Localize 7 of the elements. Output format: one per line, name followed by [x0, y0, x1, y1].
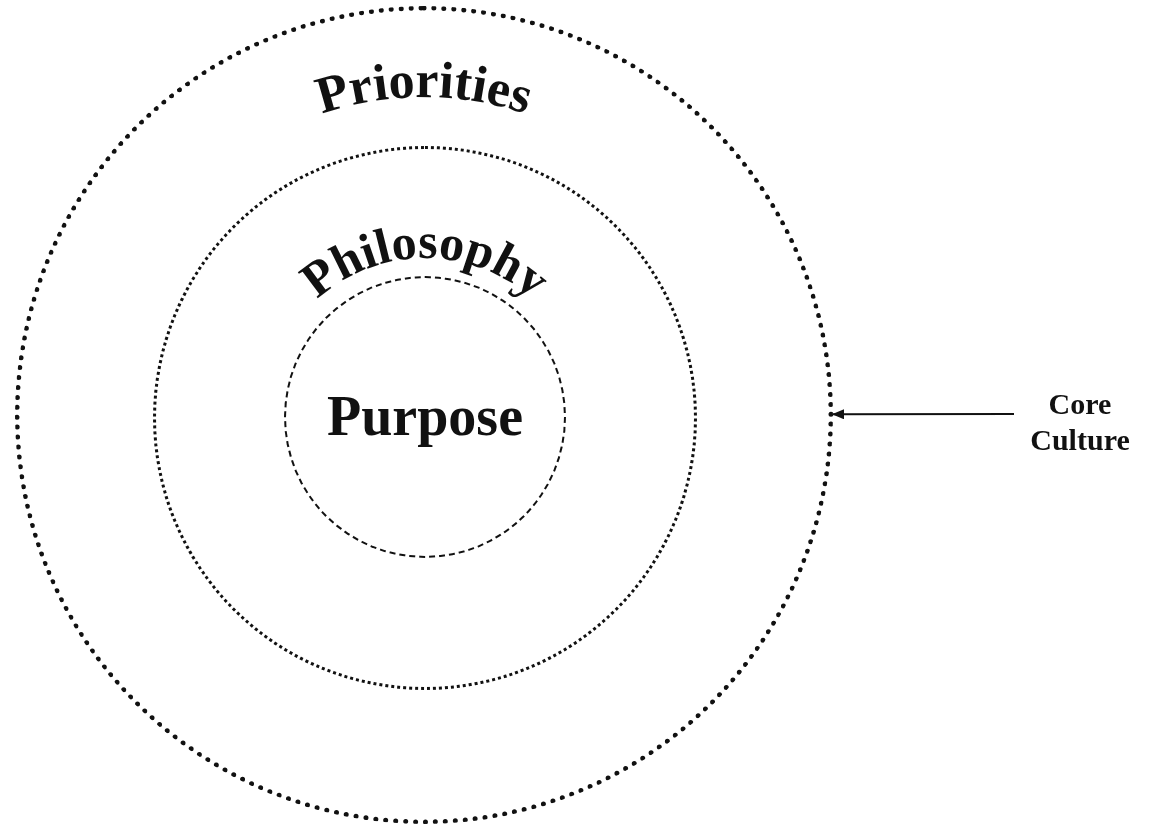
ring-label: Priorities — [309, 51, 540, 125]
arrow — [832, 409, 1015, 420]
annotation-text: Core Culture — [1029, 386, 1131, 458]
middle-ring — [153, 146, 697, 690]
ring-label: Purpose — [327, 384, 523, 450]
ring-label: Philosophy — [289, 212, 561, 308]
outer-ring — [15, 6, 833, 824]
